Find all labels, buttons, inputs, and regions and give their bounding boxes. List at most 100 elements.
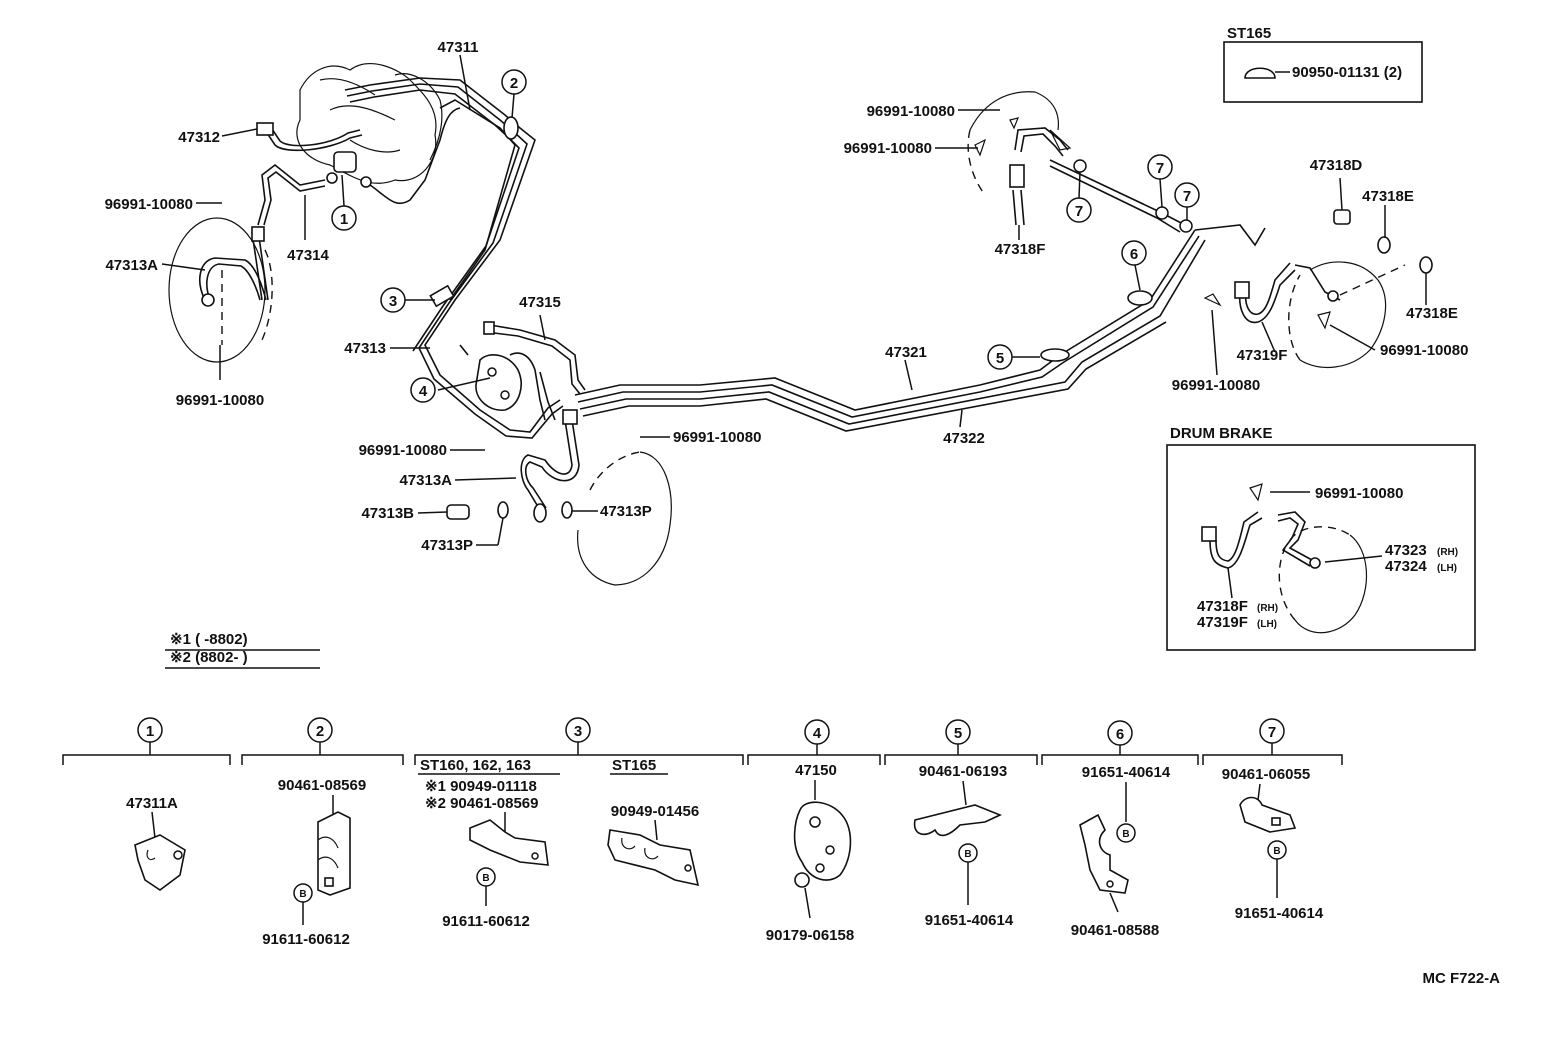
main-pipe-bundle-left (344, 77, 564, 439)
label-47318E-top: 47318E (1362, 188, 1414, 205)
detail-7: 7 90461-06055 B 91651-40614 (1222, 718, 1324, 922)
label-clip-front-left: 96991-10080 (105, 196, 193, 213)
applicability-notes: ※1 ( -8802) ※2 (8802- ) (165, 631, 320, 669)
clamp-90461-06193-icon (913, 804, 1003, 837)
proportioning-valve-47150-icon (793, 801, 852, 881)
callout-6: 6 (1121, 240, 1147, 291)
callout-2-number: 2 (510, 75, 518, 92)
label-clip-rear-top-1: 96991-10080 (867, 103, 955, 120)
label-47313B: 47313B (361, 505, 414, 522)
callout-1: 1 (331, 174, 357, 231)
label-47313: 47313 (344, 340, 386, 357)
drum-clip-icon (1249, 483, 1263, 502)
label-47319F-lh-suffix: (LH) (1257, 619, 1277, 630)
label-clip-rear-low: 96991-10080 (1172, 377, 1260, 394)
callout-4: 4 (410, 377, 436, 403)
rear-left-brake-assembly (967, 91, 1072, 226)
callout-7c: 7 (1174, 182, 1200, 220)
reference-code: MC F722-A (1422, 970, 1500, 987)
detail-3: 3 ST160, 162, 163 ST165 ※1 90949-01118 ※… (418, 717, 700, 930)
callout-7a-number: 7 (1075, 203, 1083, 220)
callout-7c-number: 7 (1183, 188, 1191, 205)
label-clip-rear-right: 96991-10080 (1380, 342, 1468, 359)
rear-main-pipes (574, 159, 1266, 432)
st165-part-number: 90950-01131 (2) (1292, 64, 1402, 81)
detail-1-number: 1 (146, 723, 154, 740)
label-47318F-rh: 47318F (1197, 598, 1248, 615)
clamp-90949-01118-icon (469, 819, 549, 866)
detail-6: 6 91651-40614 B 90461-08588 (1071, 720, 1171, 939)
callout-4-number: 4 (419, 383, 428, 400)
label-47319F: 47319F (1237, 347, 1288, 364)
detail-3-note-2: ※2 90461-08569 (425, 795, 539, 812)
bolt-90179-06158-icon (794, 872, 810, 888)
drum-brake-inset: DRUM BRAKE 96991-10080 47323 (RH) 47324 … (1166, 425, 1476, 651)
detail-2-part-top: 90461-08569 (278, 777, 366, 794)
label-clip-middle-right: 96991-10080 (673, 429, 761, 446)
detail-4: 4 47150 90179-06158 (766, 719, 854, 944)
bracket-47311A-icon (134, 834, 186, 891)
drum-clip-part: 96991-10080 (1315, 485, 1403, 502)
detail-6-part-bottom: 90461-08588 (1071, 922, 1159, 939)
label-47318E-bottom: 47318E (1406, 305, 1458, 322)
drum-brake-title: DRUM BRAKE (1170, 425, 1273, 442)
detail-2-number: 2 (316, 723, 324, 740)
callout-7a: 7 (1066, 171, 1092, 223)
label-47313A-front-right: 47313A (399, 472, 452, 489)
callout-7b-number: 7 (1156, 160, 1164, 177)
label-47323: 47323 (1385, 542, 1427, 559)
label-47313P-right: 47313P (600, 503, 652, 520)
callout-2: 2 (501, 69, 527, 119)
detail-6-part-top: 91651-40614 (1082, 764, 1171, 781)
detail-5-bolt-letter: B (964, 849, 971, 860)
callout-3-number: 3 (389, 293, 397, 310)
label-clip-middle-left: 96991-10080 (359, 442, 447, 459)
detail-5-part-top: 90461-06193 (919, 763, 1007, 780)
label-47322: 47322 (943, 430, 985, 447)
st165-inset: ST165 90950-01131 (2) (1223, 25, 1423, 103)
callout-1-number: 1 (340, 211, 348, 228)
detail-3-part-b: 90949-01456 (611, 803, 699, 820)
label-47315: 47315 (519, 294, 561, 311)
callout-7b: 7 (1147, 154, 1173, 208)
detail-7-number: 7 (1268, 724, 1276, 741)
detail-3-bolt-letter: B (482, 873, 489, 884)
detail-7-part-bottom: 91651-40614 (1235, 905, 1324, 922)
detail-1: 1 47311A (126, 717, 186, 891)
part-labels: 47311 47312 96991-10080 47314 47313A 969… (105, 39, 1469, 554)
clamp-90461-08588-icon (1079, 813, 1129, 894)
label-47311: 47311 (438, 39, 479, 56)
callout-5-number: 5 (996, 350, 1004, 367)
st165-inset-title: ST165 (1227, 25, 1271, 42)
detail-5: 5 90461-06193 B 91651-40614 (913, 719, 1014, 929)
detail-2: 2 90461-08569 B 91611-60612 (262, 717, 366, 948)
st165-inset-frame (1223, 41, 1423, 103)
label-47313A-front-left: 47313A (105, 257, 158, 274)
label-47321: 47321 (885, 344, 927, 361)
detail-2-bolt-letter: B (299, 889, 306, 900)
drum-brake-frame (1166, 444, 1476, 651)
label-47324: 47324 (1385, 558, 1427, 575)
detail-4-part-top: 47150 (795, 762, 837, 779)
detail-3-note-1: ※1 90949-01118 (425, 778, 537, 795)
clamp-90949-01456-icon (607, 829, 700, 887)
label-47312: 47312 (178, 129, 220, 146)
detail-5-number: 5 (954, 725, 962, 742)
label-47318F-top: 47318F (995, 241, 1046, 258)
proportioning-valve-area (446, 321, 672, 586)
label-47324-suffix: (LH) (1437, 563, 1457, 574)
label-clip-rear-top-2: 96991-10080 (844, 140, 932, 157)
note-2: ※2 (8802- ) (170, 649, 248, 666)
clamp-90461-08569-icon (317, 811, 351, 896)
detail-1-part: 47311A (126, 795, 178, 812)
callout-3: 3 (380, 287, 435, 313)
plug-icon (1244, 67, 1276, 79)
detail-3-group-b: ST165 (612, 757, 656, 774)
detail-6-bolt-letter: B (1122, 829, 1129, 840)
label-clip-front-left-bottom: 96991-10080 (176, 392, 264, 409)
detail-3-number: 3 (574, 723, 582, 740)
label-47313P-left: 47313P (421, 537, 473, 554)
detail-3-part-bottom: 91611-60612 (442, 913, 530, 930)
label-47323-suffix: (RH) (1437, 547, 1458, 558)
